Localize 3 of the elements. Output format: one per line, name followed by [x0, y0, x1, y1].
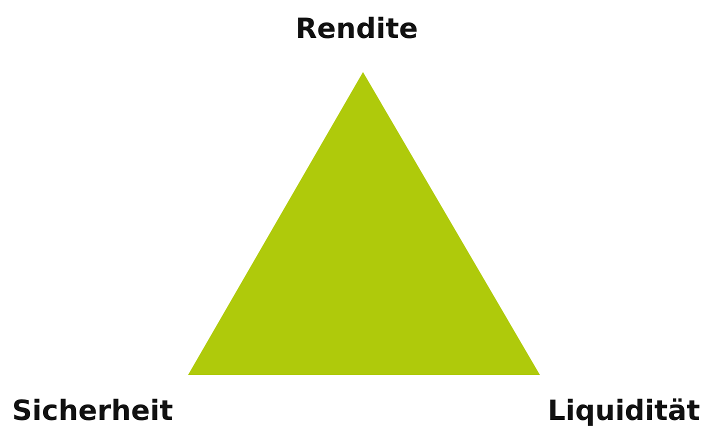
- corner-label: Rendite: [296, 12, 418, 46]
- corner-label: Liquidität: [548, 394, 700, 428]
- corner-label: Sicherheit: [12, 394, 173, 428]
